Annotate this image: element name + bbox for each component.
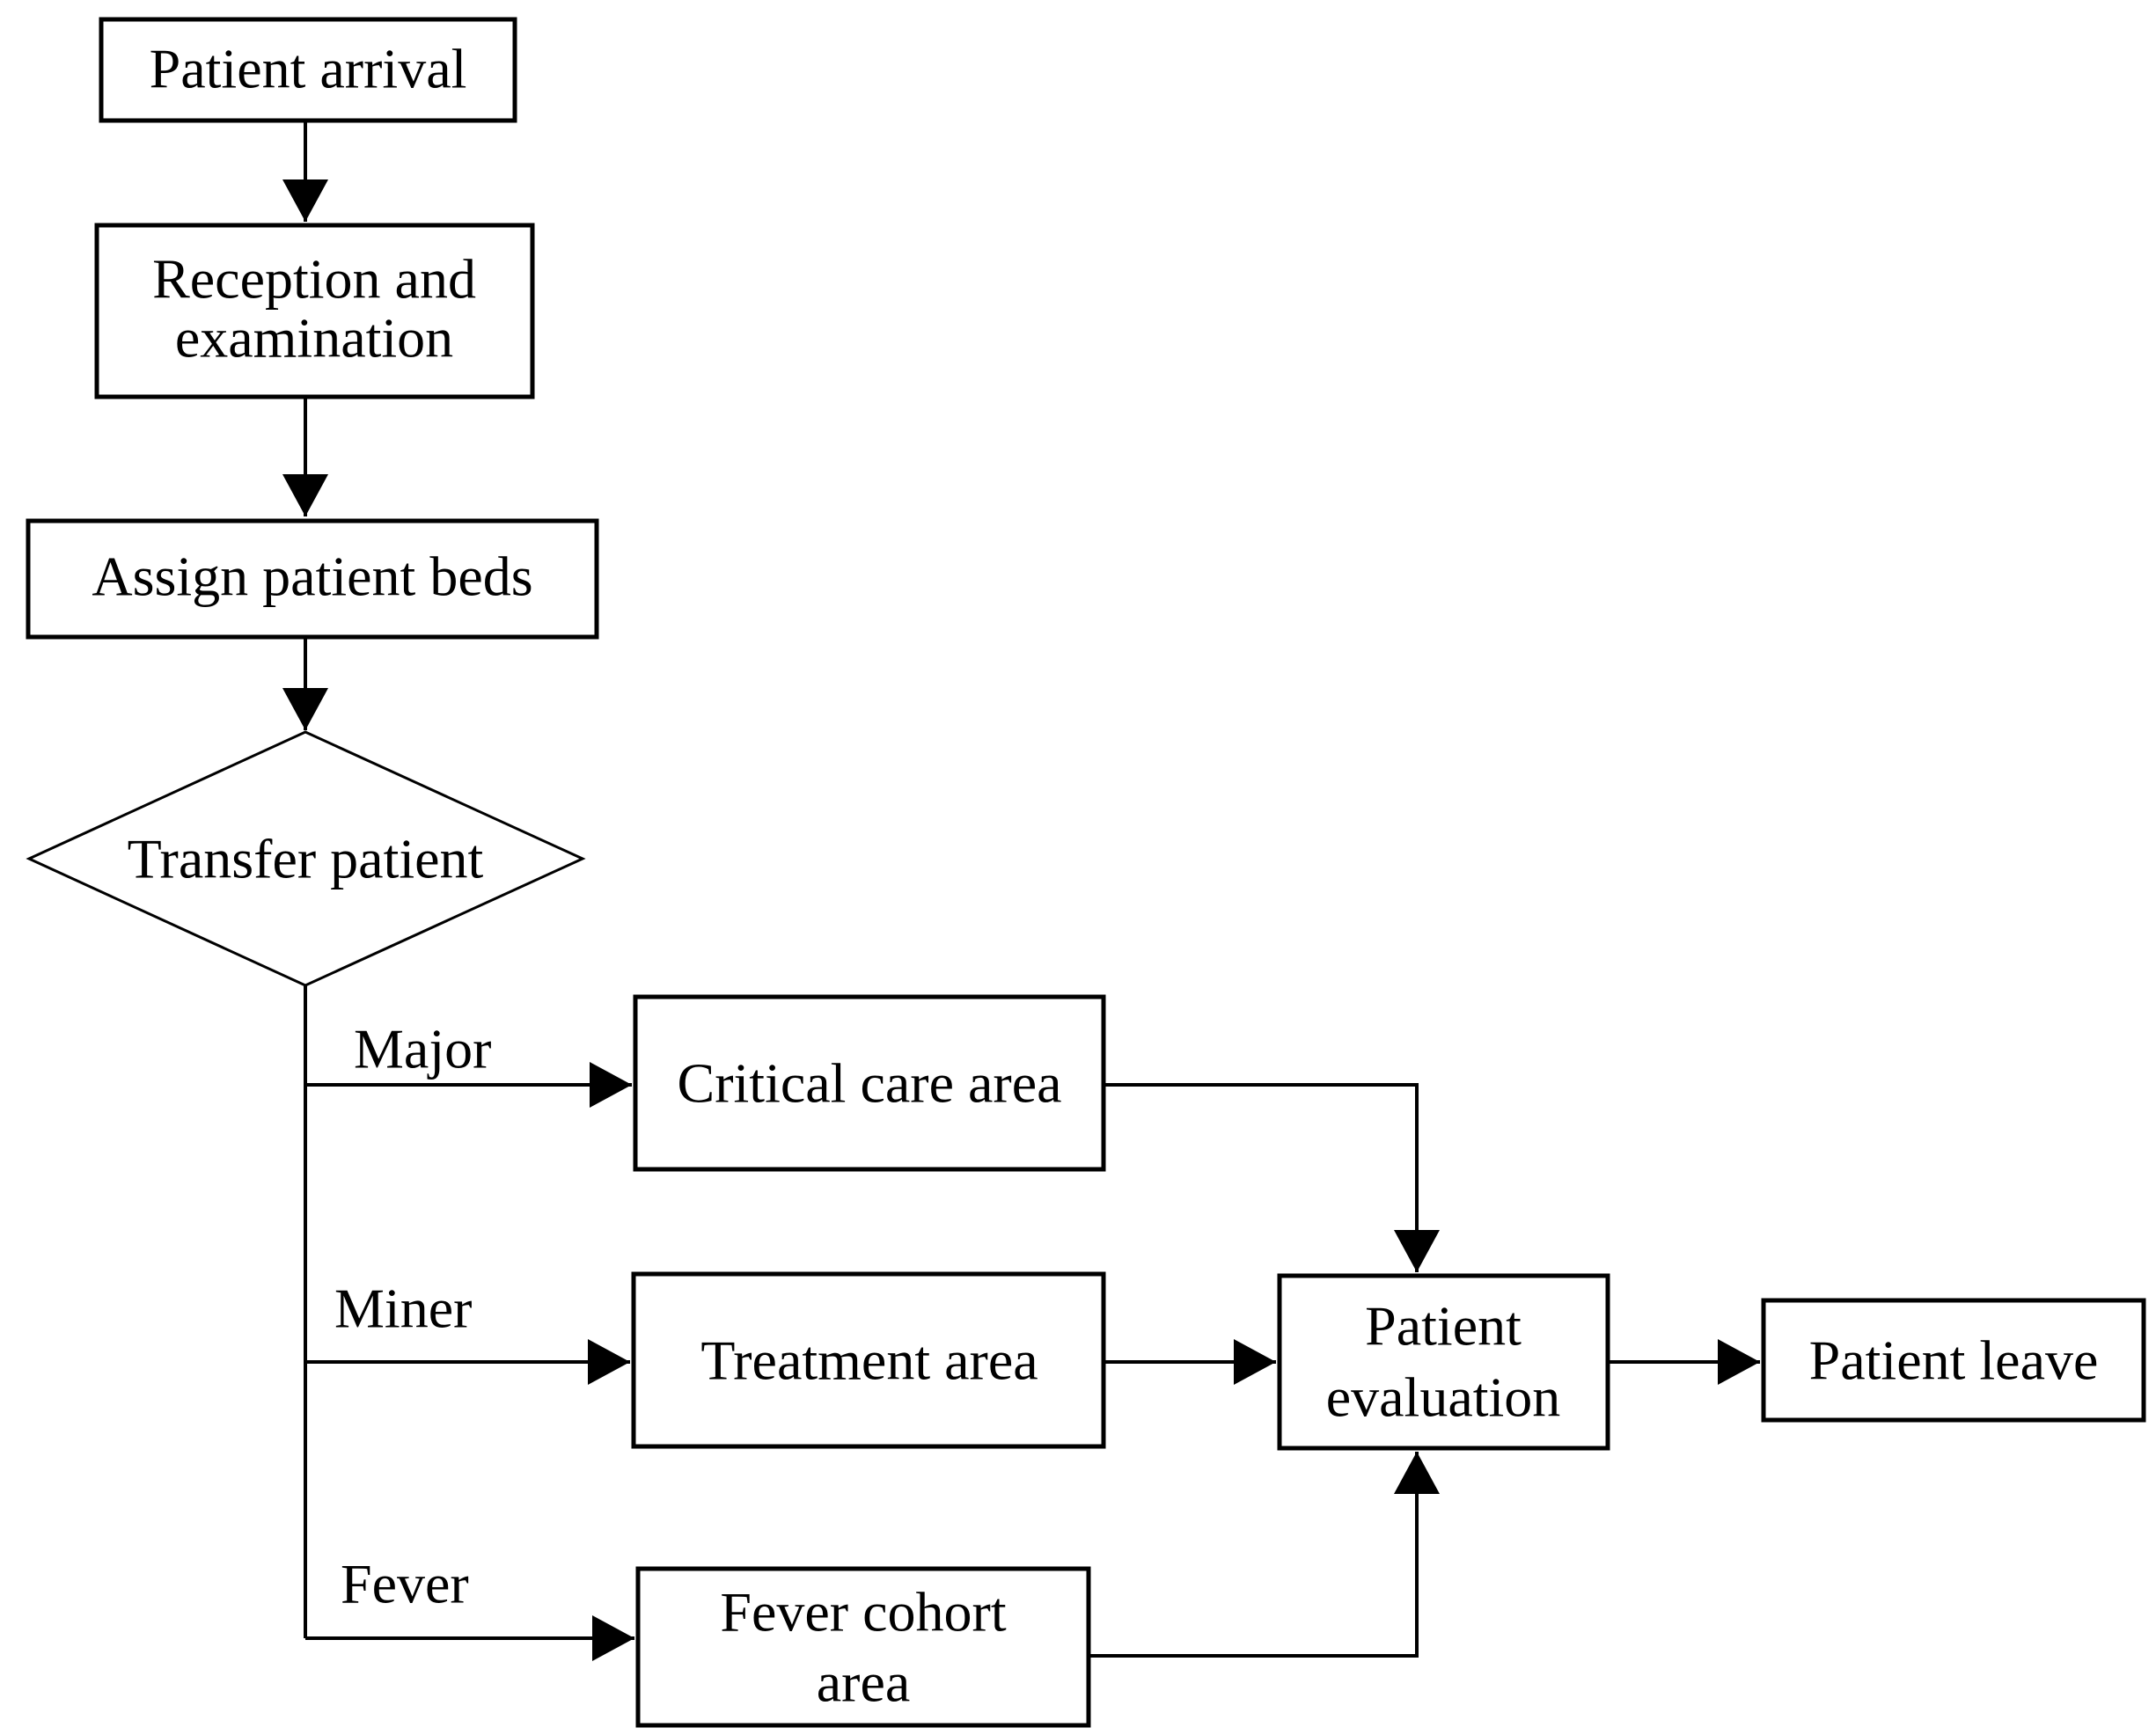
node-assign-patient-beds: Assign patient beds (26, 518, 599, 640)
node-patient-leave: Patient leave (1761, 1298, 2146, 1423)
node-label: Patient arrival (150, 38, 467, 100)
node-fever-cohort-area: Fever cohort area (635, 1566, 1091, 1728)
node-label: Treatment area (700, 1329, 1038, 1392)
node-label: examination (175, 307, 453, 370)
node-label: Fever cohort (720, 1581, 1006, 1643)
node-reception-and-examination: Reception and examination (94, 223, 535, 399)
node-label: Critical care area (678, 1052, 1062, 1115)
node-label: evaluation (1326, 1366, 1561, 1429)
node-label: Patient (1365, 1295, 1522, 1358)
node-patient-arrival: Patient arrival (99, 17, 517, 123)
node-label: area (817, 1651, 911, 1714)
node-label: Patient leave (1809, 1329, 2099, 1392)
arrow-critical-care-to-evaluation (1104, 1083, 1440, 1272)
edge-label-fever: Fever (341, 1553, 469, 1615)
edge-label-major: Major (354, 1018, 491, 1080)
node-treatment-area: Treatment area (631, 1271, 1106, 1449)
node-label: Assign patient beds (92, 545, 532, 608)
node-label: Transfer patient (128, 828, 484, 890)
node-transfer-patient-decision: Transfer patient (26, 730, 586, 987)
edge-label-minor: Miner (334, 1277, 472, 1340)
arrow-fever-cohort-to-evaluation (1089, 1452, 1440, 1658)
node-label: Reception and (152, 248, 476, 311)
node-patient-evaluation: Patient evaluation (1277, 1273, 1610, 1451)
node-critical-care-area: Critical care area (633, 994, 1106, 1172)
connectors (282, 121, 1760, 1661)
